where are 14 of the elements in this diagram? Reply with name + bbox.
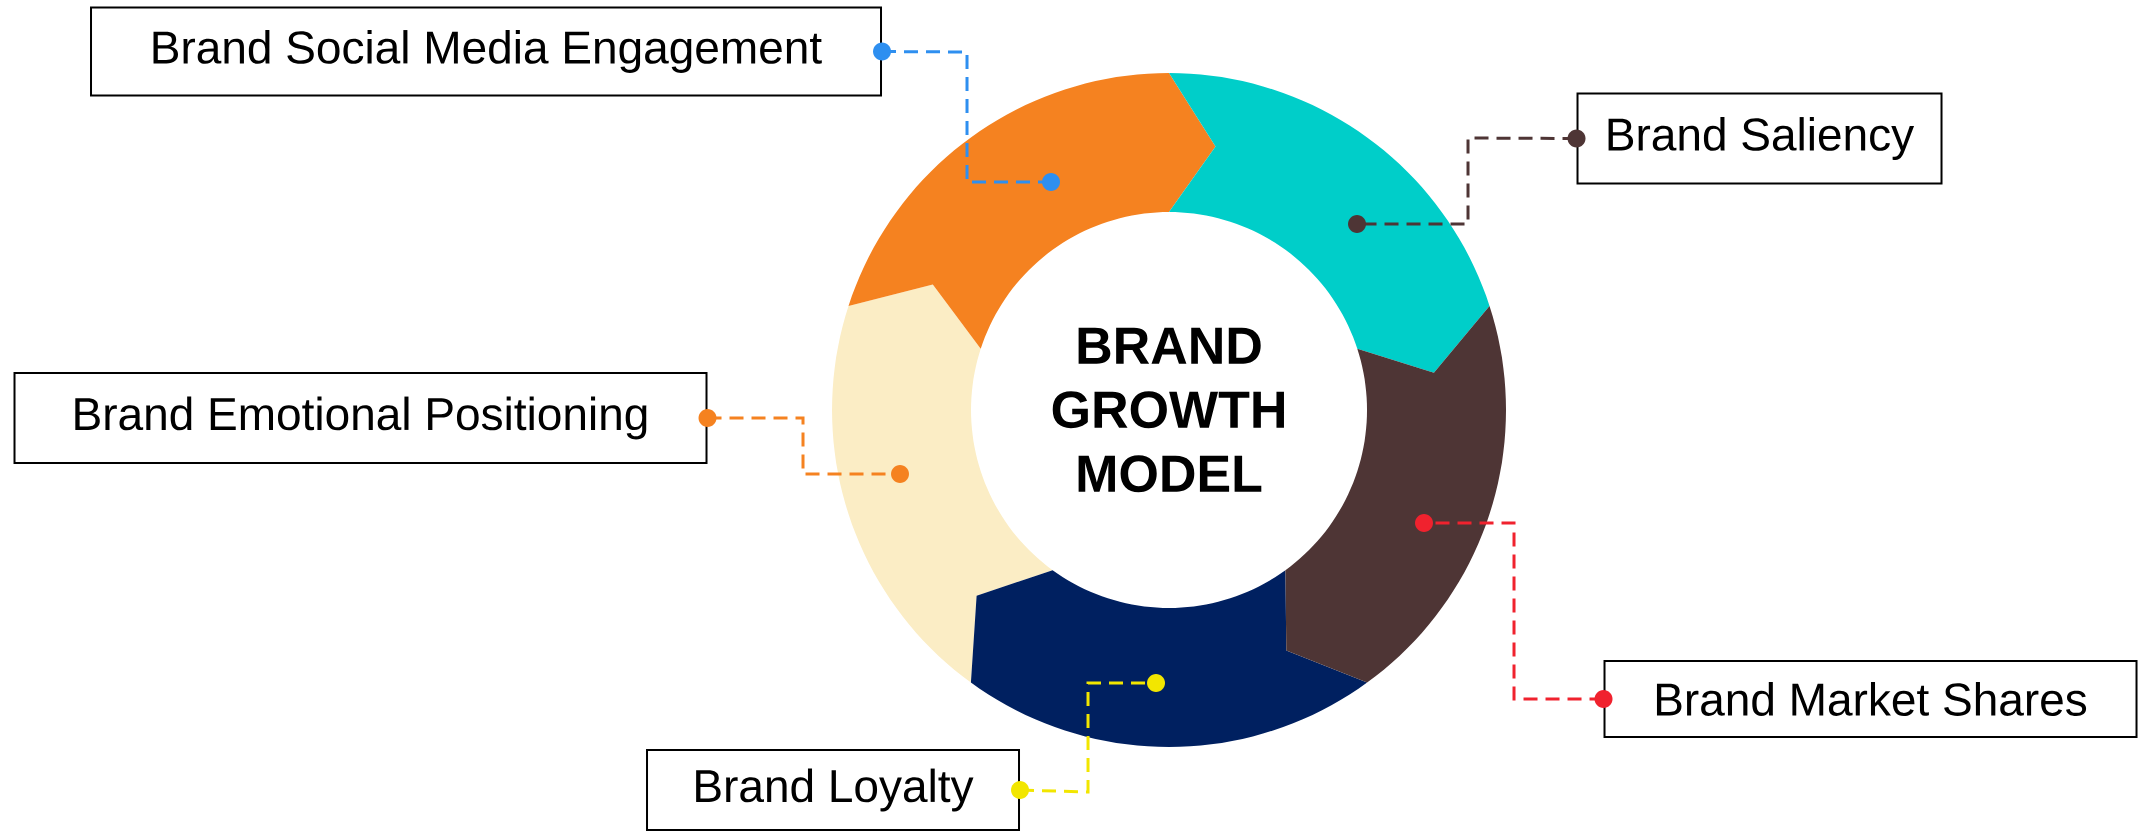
label-box: Brand Loyalty: [646, 749, 1020, 831]
label-box: Brand Market Shares: [1603, 660, 2138, 738]
ring-segment: [1285, 305, 1506, 683]
label-box: Brand Saliency: [1576, 92, 1943, 185]
leader-line: [1348, 129, 1586, 233]
label-box: Brand Social Media Engagement: [90, 6, 882, 97]
ring-segment: [832, 284, 1053, 683]
leader-line: [1011, 674, 1165, 799]
center-circle: BRAND GROWTH MODEL: [979, 220, 1359, 600]
leader-line: [1415, 514, 1613, 708]
leader-line: [873, 42, 1060, 191]
ring-segment: [970, 570, 1368, 747]
leader-line: [698, 409, 909, 483]
label-box: Brand Emotional Positioning: [13, 372, 708, 464]
